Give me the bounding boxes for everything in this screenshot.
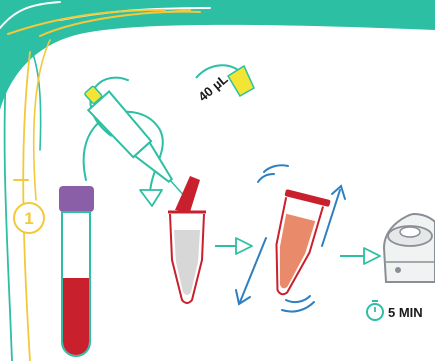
step-number-badge: 1 [14,203,44,233]
microtube-mixing [261,189,331,300]
centrifuge-duration-label: 5 MIN [388,305,423,320]
transfer-arrow-head [140,190,162,206]
step-number: 1 [24,209,33,228]
timer-icon [367,301,383,320]
blood-tube [59,186,94,356]
microtube-sample [168,176,206,303]
step-arrow-2 [340,248,380,264]
step-arrow-1 [215,238,252,254]
left-guide-lines [5,40,50,361]
mini-centrifuge [384,214,435,282]
pipette-volume-label: 40 µL [195,71,230,104]
